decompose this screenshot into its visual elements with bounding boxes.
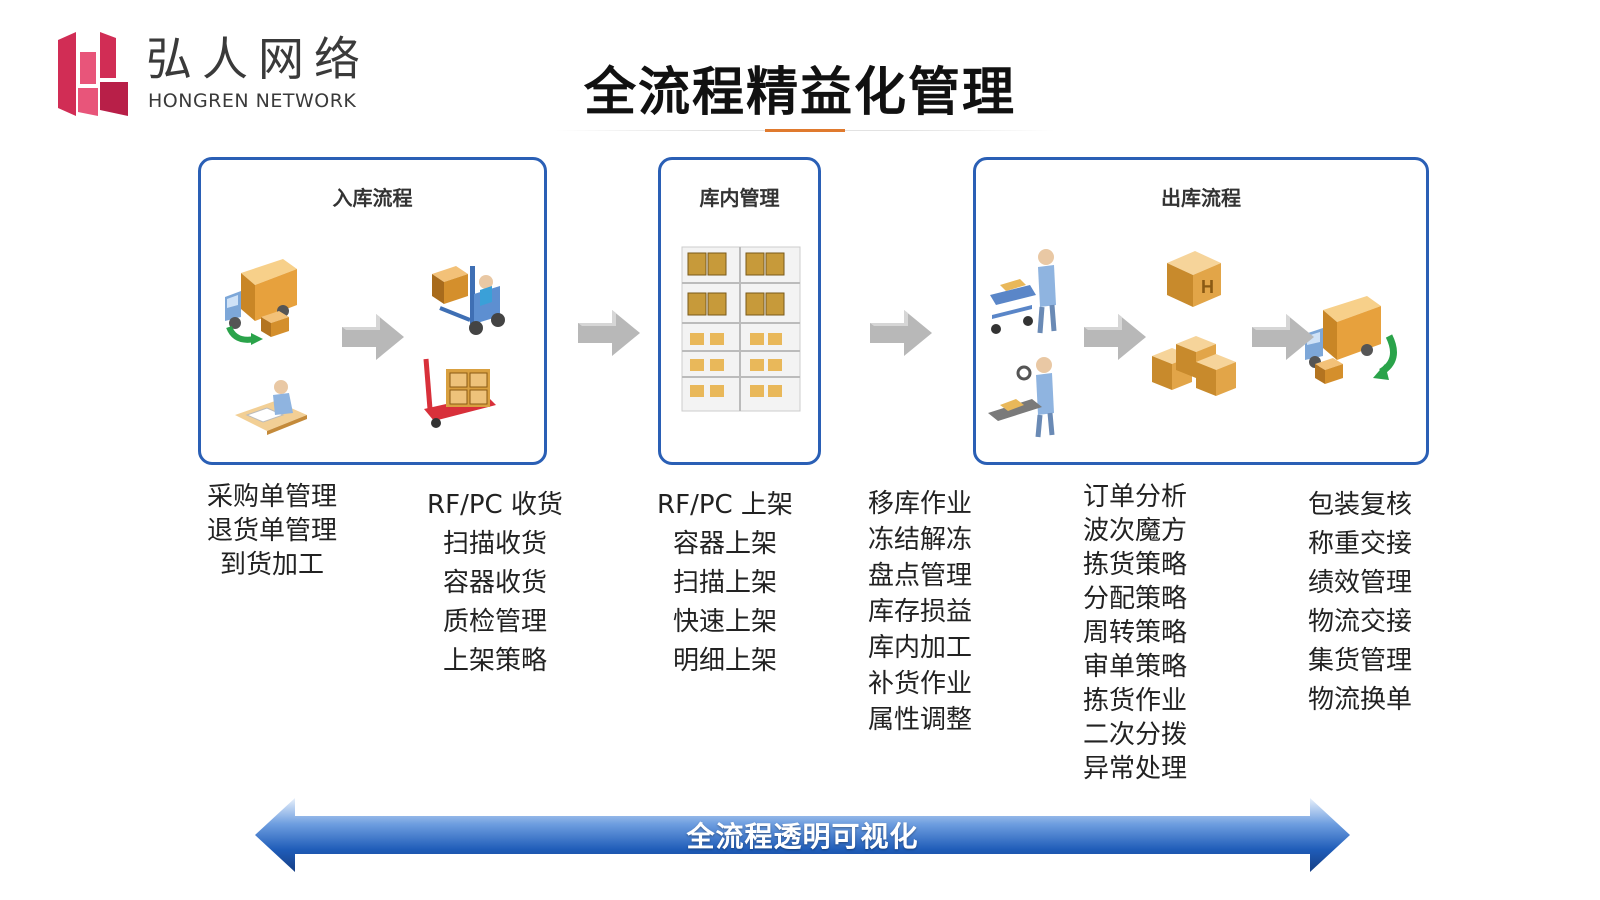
outbound-process-panel: 出库流程 H — [973, 157, 1429, 465]
flow-arrow-icon — [870, 310, 932, 356]
list-item: 扫描收货 — [442, 529, 547, 559]
visibility-banner-arrow-icon — [255, 798, 1350, 872]
list-item: 绩效管理 — [1307, 568, 1412, 598]
list-item: 质检管理 — [442, 607, 547, 637]
list-item: 拣货策略 — [1082, 550, 1187, 580]
list-item: 订单分析 — [1082, 482, 1187, 512]
list-item: 盘点管理 — [867, 561, 972, 591]
list-item: 快速上架 — [672, 607, 777, 637]
list-item: 明细上架 — [672, 646, 777, 676]
list-item: 容器收货 — [442, 568, 547, 598]
logo-english-name: HONGREN NETWORK — [148, 90, 357, 112]
flow-arrow-icon — [578, 310, 640, 356]
logo-mark-icon — [58, 32, 128, 116]
clerk-desk-icon — [235, 380, 307, 435]
list-item: 物流交接 — [1307, 607, 1412, 637]
list-item: 补货作业 — [867, 669, 972, 699]
shelving-list: RF/PC 上架 容器上架 扫描上架 快速上架 明细上架 — [650, 486, 800, 681]
page-title: 全流程精益化管理 — [583, 63, 1016, 123]
flow-arrow-icon — [1252, 314, 1314, 360]
box-icon: H — [1167, 251, 1221, 307]
title-accent-bar — [765, 129, 845, 132]
list-item: 审单策略 — [1082, 652, 1187, 682]
pallet-jack-icon — [423, 358, 496, 428]
inbound-panel-title: 入库流程 — [332, 186, 413, 210]
inbound-order-list: 采购单管理 退货单管理 到货加工 — [202, 480, 342, 582]
list-item: 冻结解冻 — [867, 525, 972, 555]
logo-chinese-name: 弘人网络 — [146, 32, 370, 86]
list-item: RF/PC 上架 — [657, 490, 793, 520]
list-item: 波次魔方 — [1082, 516, 1187, 546]
list-item: 扫描上架 — [672, 568, 777, 598]
internal-operations-list: 移库作业 冻结解冻 盘点管理 库存损益 库内加工 补货作业 属性调整 — [858, 486, 982, 738]
flow-arrow-icon — [1084, 314, 1146, 360]
list-item: 称重交接 — [1307, 529, 1412, 559]
list-item: 采购单管理 — [206, 482, 337, 512]
warehouse-shelves-icon — [681, 246, 801, 412]
flow-arrow-icon — [342, 314, 404, 360]
delivery-truck-icon — [225, 259, 297, 345]
outbound-strategy-list: 订单分析 波次魔方 拣货策略 分配策略 周转策略 审单策略 拣货作业 二次分拨 … — [1070, 480, 1200, 786]
list-item: 拣货作业 — [1082, 686, 1187, 716]
inbound-process-panel: 入库流程 — [198, 157, 547, 465]
internal-panel-title: 库内管理 — [699, 186, 780, 210]
list-item: 上架策略 — [442, 646, 547, 676]
outbound-delivery-list: 包装复核 称重交接 绩效管理 物流交接 集货管理 物流换单 — [1295, 486, 1425, 720]
scanner-worker-icon — [988, 357, 1055, 438]
list-item: 退货单管理 — [206, 516, 337, 546]
forklift-icon — [432, 266, 505, 335]
list-item: 移库作业 — [867, 489, 972, 519]
list-item: RF/PC 收货 — [427, 490, 563, 520]
inbound-receiving-list: RF/PC 收货 扫描收货 容器收货 质检管理 上架策略 — [420, 486, 570, 681]
svg-text:H: H — [1201, 277, 1214, 297]
list-item: 属性调整 — [867, 705, 972, 735]
list-item: 包装复核 — [1307, 490, 1412, 520]
list-item: 到货加工 — [219, 550, 324, 580]
list-item: 物流换单 — [1307, 685, 1412, 715]
outbound-panel-title: 出库流程 — [1161, 186, 1241, 210]
box-stack-icon — [1152, 336, 1236, 396]
list-item: 库存损益 — [867, 597, 972, 627]
list-item: 周转策略 — [1082, 618, 1187, 648]
list-item: 库内加工 — [867, 633, 972, 663]
visibility-banner-label: 全流程透明可视化 — [686, 820, 919, 853]
list-item: 集货管理 — [1307, 646, 1412, 676]
list-item: 容器上架 — [672, 529, 777, 559]
list-item: 异常处理 — [1082, 754, 1187, 784]
picker-cart-icon — [990, 249, 1057, 334]
outbound-truck-icon — [1305, 296, 1397, 384]
list-item: 二次分拨 — [1082, 720, 1187, 750]
list-item: 分配策略 — [1082, 584, 1187, 614]
internal-management-panel: 库内管理 — [658, 157, 821, 465]
